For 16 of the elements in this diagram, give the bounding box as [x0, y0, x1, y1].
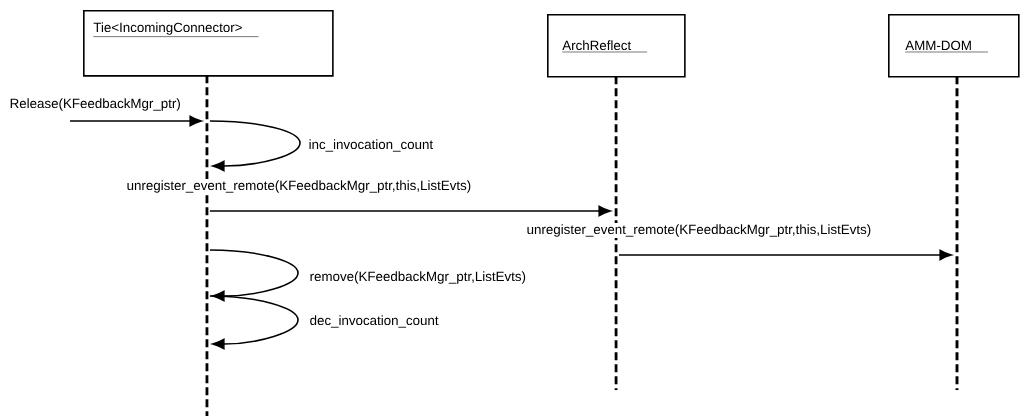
self-message-arrow: [209, 120, 301, 172]
message-arrow: [69, 115, 202, 127]
object-box: AMM-DOM: [888, 14, 1020, 78]
message-arrow: [209, 205, 611, 217]
object-box: Tie<IncomingConnector>: [83, 10, 334, 77]
message-label: remove(KFeedbackMgr_ptr,ListEvts): [308, 270, 528, 286]
message-label: inc_invocation_count: [307, 138, 435, 153]
object-box: ArchReflect: [547, 14, 686, 78]
message-arrow: [618, 249, 952, 261]
self-message-arrow: [209, 295, 299, 350]
lifeline: [955, 76, 959, 391]
message-label: dec_invocation_count: [308, 314, 440, 329]
message-label: unregister_event_remote(KFeedbackMgr_ptr,this,ListEvts): [125, 179, 473, 195]
message-label: Release(KFeedbackMgr_ptr): [8, 97, 183, 113]
self-message-arrow: [209, 249, 299, 302]
message-label: unregister_event_remote(KFeedbackMgr_ptr,this,ListEvts): [525, 223, 873, 239]
